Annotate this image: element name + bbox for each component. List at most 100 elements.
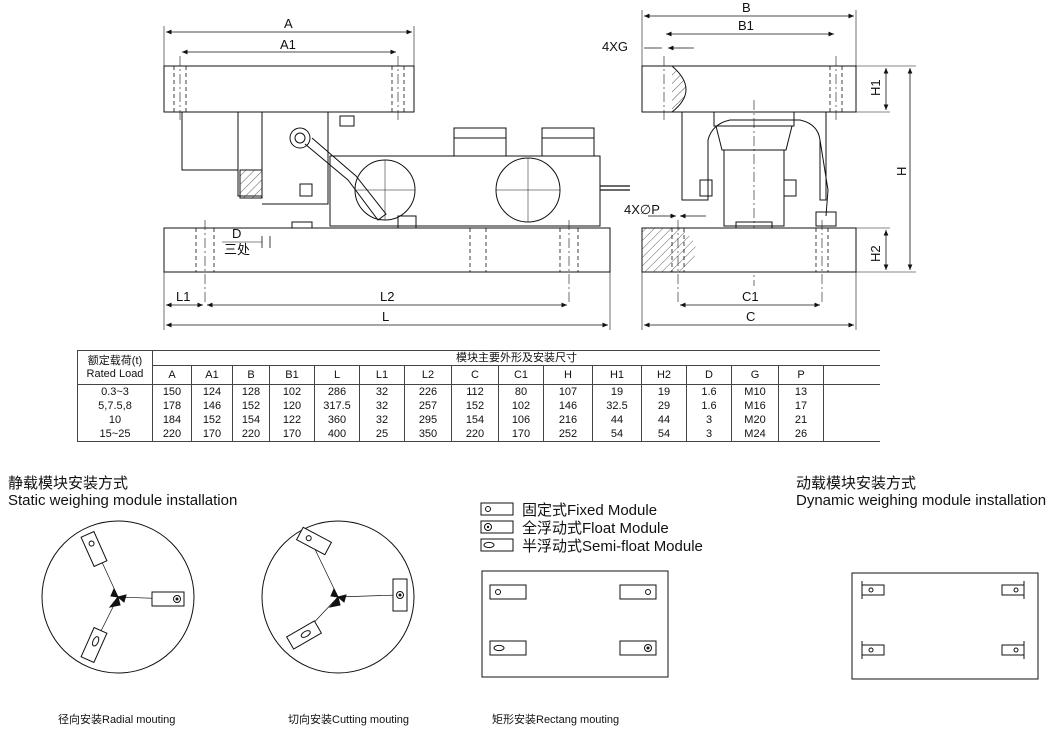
table-cell: 25 [359, 427, 405, 442]
row-spacer [823, 384, 880, 399]
table-cell: 13 [778, 384, 824, 399]
dim-4XP: 4X∅P [624, 202, 660, 217]
column-header: L2 [404, 365, 452, 385]
caption-cutting: 切向安装Cutting mouting [288, 714, 410, 726]
dim-L2: L2 [380, 289, 394, 304]
row-spacer [823, 399, 880, 413]
module-legend: 固定式Fixed Module 全浮动式Float Module 半浮动式Sem… [480, 500, 703, 555]
table-cell: 122 [269, 413, 315, 427]
table-cell: 178 [152, 399, 192, 413]
table-cell: 146 [191, 399, 233, 413]
caption-radial: 径向安装Radial mouting [58, 714, 176, 726]
table-cell: 220 [232, 427, 270, 442]
legend-label: 固定式Fixed Module [522, 501, 658, 519]
load-cell: 15~25 [77, 427, 153, 442]
column-header: L [314, 365, 360, 385]
table-cell: 21 [778, 413, 824, 427]
table-cell: 80 [498, 384, 544, 399]
dim-4XG: 4XG [602, 39, 628, 54]
legend-item-semi-float: 半浮动式Semi-float Module [480, 536, 703, 555]
table-cell: M24 [731, 427, 779, 442]
dim-A1: A1 [280, 37, 296, 52]
dim-D: D [232, 226, 241, 241]
column-header: B1 [269, 365, 315, 385]
table-cell: 44 [641, 413, 687, 427]
table-cell: 102 [498, 399, 544, 413]
table-cell: 106 [498, 413, 544, 427]
legend-item-fixed: 固定式Fixed Module [480, 500, 703, 519]
dynamic-layout [851, 572, 1039, 680]
dim-B1: B1 [738, 18, 754, 33]
table-cell: 150 [152, 384, 192, 399]
column-header: C1 [498, 365, 544, 385]
table-cell: 220 [451, 427, 499, 442]
table-cell: 54 [592, 427, 642, 442]
rectang-layout [481, 570, 669, 678]
table-cell: 112 [451, 384, 499, 399]
table-cell: 17 [778, 399, 824, 413]
dynamic-title-cn: 动载模块安装方式 [796, 475, 917, 492]
legend-label: 半浮动式Semi-float Module [522, 537, 703, 555]
float-module-icon [480, 520, 514, 534]
dynamic-title-en: Dynamic weighing module installation [796, 492, 1047, 509]
column-header: B [232, 365, 270, 385]
caption-rectang: 矩形安装Rectang mouting [492, 714, 620, 726]
static-title-en: Static weighing module installation [8, 492, 238, 509]
table-cell: 170 [191, 427, 233, 442]
dim-L: L [382, 309, 389, 324]
load-header-en: Rated Load [86, 367, 144, 380]
installation-diagrams [41, 520, 1039, 680]
load-cell: 5,7.5,8 [77, 399, 153, 413]
column-header: H1 [592, 365, 642, 385]
column-header: P [778, 365, 824, 385]
table-cell: 257 [404, 399, 452, 413]
column-header: C [451, 365, 499, 385]
legend-label: 全浮动式Float Module [522, 519, 669, 537]
dim-C: C [746, 309, 755, 324]
table-cell: 350 [404, 427, 452, 442]
table-cell: 184 [152, 413, 192, 427]
table-cell: 400 [314, 427, 360, 442]
table-cell: 26 [778, 427, 824, 442]
front-view-labels: A A1 D 三处 L1 L2 L [176, 16, 394, 324]
table-cell: 146 [543, 399, 593, 413]
table-cell: 32 [359, 413, 405, 427]
semi-float-module-icon [480, 538, 514, 552]
table-cell: 317.5 [314, 399, 360, 413]
table-cell: 32 [359, 399, 405, 413]
side-view-labels: B B1 4XG 4X∅P C1 C H1 H H2 [602, 0, 909, 324]
column-header: A [152, 365, 192, 385]
table-cell: 107 [543, 384, 593, 399]
load-cell: 10 [77, 413, 153, 427]
radial-layout [41, 520, 195, 674]
table-cell: 3 [686, 413, 732, 427]
table-cell: 19 [592, 384, 642, 399]
fixed-module-icon [480, 502, 514, 516]
table-cell: M10 [731, 384, 779, 399]
table-cell: 226 [404, 384, 452, 399]
technical-drawing: A A1 D 三处 L1 L2 L [163, 0, 916, 330]
table-cell: 220 [152, 427, 192, 442]
table-cell: 128 [232, 384, 270, 399]
table-cell: M16 [731, 399, 779, 413]
dim-C1: C1 [742, 289, 759, 304]
row-spacer [823, 427, 880, 442]
dim-D-note: 三处 [224, 242, 250, 257]
dim-H2: H2 [868, 245, 883, 262]
table-cell: 1.6 [686, 384, 732, 399]
column-header: D [686, 365, 732, 385]
dim-B: B [742, 0, 751, 15]
table-cell: 32 [359, 384, 405, 399]
table-cell: 286 [314, 384, 360, 399]
table-cell: 152 [451, 399, 499, 413]
table-cell: 54 [641, 427, 687, 442]
dim-H1: H1 [868, 79, 883, 96]
side-view [641, 10, 916, 330]
table-cell: 19 [641, 384, 687, 399]
table-cell: 154 [451, 413, 499, 427]
column-header: G [731, 365, 779, 385]
